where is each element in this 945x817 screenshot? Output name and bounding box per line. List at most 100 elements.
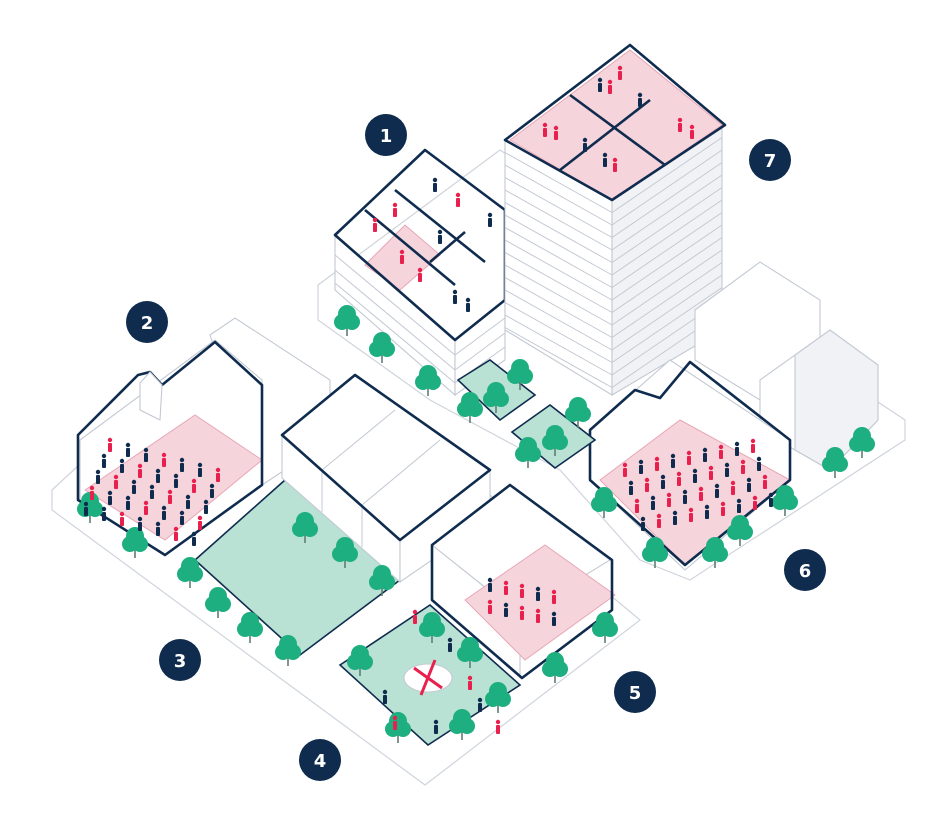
person-icon [197, 515, 203, 530]
person-icon [686, 450, 692, 465]
tree-icon [565, 397, 591, 428]
person-icon [372, 217, 378, 232]
building-3 [193, 373, 492, 657]
person-icon [551, 589, 557, 604]
person-icon [519, 583, 525, 598]
person-icon [412, 609, 418, 624]
person-icon [191, 531, 197, 546]
building-1-floor-lines [334, 254, 506, 384]
person-icon [113, 474, 119, 489]
person-icon [143, 447, 149, 462]
person-icon [551, 611, 557, 626]
person-icon [676, 471, 682, 486]
person-icon [382, 689, 388, 704]
person-icon [125, 495, 131, 510]
person-icon [677, 117, 683, 132]
building-3-divisions [321, 409, 441, 547]
person-icon [720, 501, 726, 516]
tree-icon [822, 447, 848, 478]
person-icon [762, 474, 768, 489]
person-icon [167, 489, 173, 504]
person-icon [752, 495, 758, 510]
person-icon [495, 719, 501, 734]
tree-icon [591, 487, 617, 518]
badge-5-circle [614, 671, 656, 713]
person-icon [137, 463, 143, 478]
person-icon [708, 465, 714, 480]
person-icon [617, 65, 623, 80]
person-icon [638, 459, 644, 474]
person-icon [185, 494, 191, 509]
tree-icon [542, 425, 568, 456]
person-icon [119, 511, 125, 526]
person-icon [83, 501, 89, 516]
person-icon [698, 486, 704, 501]
building-5-floor [464, 544, 616, 661]
tree-icon [642, 537, 668, 568]
person-icon [465, 297, 471, 312]
building-2-chimney [139, 371, 163, 421]
person-icon [173, 526, 179, 541]
person-icon [746, 477, 752, 492]
person-icon [95, 469, 101, 484]
person-icon [487, 599, 493, 614]
person-icon [582, 137, 588, 152]
person-icon [730, 480, 736, 495]
person-icon [503, 602, 509, 617]
tree-icon [515, 437, 541, 468]
auditorium-section-outline [588, 360, 792, 567]
tree-icon [275, 635, 301, 666]
badge-2-label: 2 [141, 313, 154, 334]
tree-icon [292, 512, 318, 543]
badge-3-label: 3 [174, 651, 187, 672]
person-icon [392, 715, 398, 730]
person-icon [487, 577, 493, 592]
tree-icon [347, 645, 373, 676]
person-icon [179, 457, 185, 472]
person-icon [487, 212, 493, 227]
building-5-section-outline [430, 483, 614, 680]
person-icon [477, 697, 483, 712]
person-icon [519, 605, 525, 620]
building-2-section-outline [76, 340, 264, 557]
person-icon [455, 192, 461, 207]
person-icon [433, 719, 439, 734]
tree-icon [415, 365, 441, 396]
person-icon [637, 92, 643, 107]
tree-icon [334, 305, 360, 336]
person-icon [654, 456, 660, 471]
person-icon [535, 586, 541, 601]
person-icon [702, 447, 708, 462]
tree-icon [449, 709, 475, 740]
badge-1: 1 [365, 114, 407, 156]
person-icon [107, 437, 113, 452]
person-icon [125, 442, 131, 457]
person-icon [736, 498, 742, 513]
person-icon [650, 495, 656, 510]
person-icon [101, 506, 107, 521]
badge-7-label: 7 [764, 151, 777, 172]
person-icon [107, 490, 113, 505]
person-icon [197, 462, 203, 477]
tree-icon [542, 652, 568, 683]
person-icon [597, 77, 603, 92]
people [83, 65, 774, 734]
person-icon [215, 467, 221, 482]
person-icon [399, 249, 405, 264]
person-icon [644, 477, 650, 492]
tree-icon [702, 537, 728, 568]
badge-6-circle [784, 549, 826, 591]
tree-icon [237, 612, 263, 643]
badge-5-label: 5 [629, 683, 642, 704]
person-icon [542, 122, 548, 137]
person-icon [417, 267, 423, 282]
tree-icon [369, 332, 395, 363]
tree-icon [485, 682, 511, 713]
person-icon [724, 462, 730, 477]
person-icon [143, 500, 149, 515]
tree-icon [507, 359, 533, 390]
person-icon [137, 516, 143, 531]
tree-icon [369, 565, 395, 596]
person-icon [670, 453, 676, 468]
person-icon [437, 229, 443, 244]
